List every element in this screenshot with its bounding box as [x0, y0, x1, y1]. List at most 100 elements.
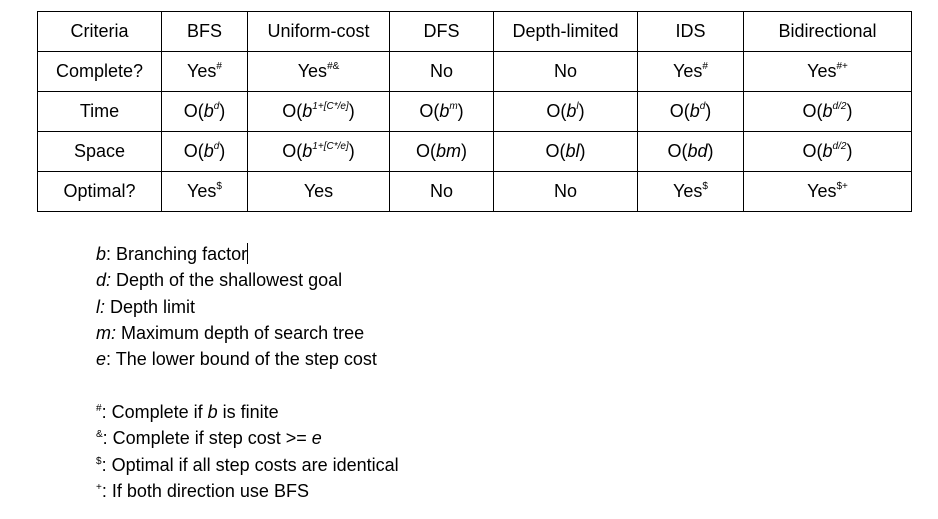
header-cell: Bidirectional [743, 11, 912, 52]
table-cell: O(bd) [161, 131, 248, 172]
table-cell: O(b1+[C*/e]) [247, 91, 390, 132]
legend-item: b: Branching factor [96, 241, 377, 267]
cell-superscript: $+ [836, 181, 848, 192]
legend-text: : Branching factor [106, 244, 248, 264]
cell-suffix: ) [219, 141, 226, 161]
cell-variable: b [822, 101, 833, 121]
cell-variable: b [566, 101, 577, 121]
cell-text: No [429, 61, 453, 81]
cell-prefix: O( [545, 141, 566, 161]
cell-variable: b [203, 101, 214, 121]
footnote-item: &: Complete if step cost >= e [96, 425, 399, 451]
header-cell: IDS [637, 11, 744, 52]
footnote-symbol: $ [96, 455, 102, 467]
row-label-cell: Optimal? [37, 171, 162, 212]
cell-superscript: l [576, 101, 579, 112]
table-cell: O(bd) [161, 91, 248, 132]
table-cell: No [389, 171, 494, 212]
cell-superscript: d [699, 101, 706, 112]
cell-suffix: ) [579, 141, 586, 161]
table-cell: O(bd/2) [743, 91, 912, 132]
table-cell: O(b1+[C*/e]) [247, 131, 390, 172]
cell-superscript: # [216, 61, 222, 72]
row-label-cell: Complete? [37, 51, 162, 92]
row-label-cell: Time [37, 91, 162, 132]
cell-superscript: $ [216, 181, 222, 192]
cell-text: Yes [297, 61, 328, 81]
cell-superscript: d/2 [832, 141, 847, 152]
cell-variable: b [302, 141, 313, 161]
cell-variable: bd [687, 141, 708, 161]
cell-superscript: m [449, 101, 458, 112]
header-cell: Depth-limited [493, 11, 638, 52]
table-cell: No [493, 51, 638, 92]
cell-variable: bm [435, 141, 461, 161]
legend-item: l: Depth limit [96, 294, 377, 320]
cell-prefix: O( [183, 101, 204, 121]
cell-suffix: ) [348, 141, 355, 161]
cell-suffix: ) [846, 141, 853, 161]
legend-variable: d: [96, 270, 112, 291]
table-cell: No [389, 51, 494, 92]
footnote-item: +: If both direction use BFS [96, 478, 399, 504]
cell-suffix: ) [705, 101, 712, 121]
cell-text: Yes [187, 181, 217, 201]
footnote-item: $: Optimal if all step costs are identic… [96, 452, 399, 478]
cell-variable: b [302, 101, 313, 121]
legend-variable: l: [96, 296, 105, 317]
table-cell: Yes [247, 171, 390, 212]
footnote-text: : If both direction use BFS [101, 480, 309, 501]
row-label-cell: Space [37, 131, 162, 172]
cell-superscript: d/2 [832, 101, 847, 112]
footnote-text: : Complete if [101, 402, 208, 422]
cell-prefix: O( [802, 101, 823, 121]
legend-variable: e [96, 349, 107, 370]
header-cell: Criteria [37, 11, 162, 52]
legend-item: d: Depth of the shallowest goal [96, 267, 377, 293]
cell-prefix: O( [183, 141, 204, 161]
table-cell: O(bd) [637, 91, 744, 132]
cell-prefix: O( [546, 101, 567, 121]
legend-text: : The lower bound of the step cost [106, 349, 377, 370]
footnote-text: is finite [217, 402, 279, 422]
cell-suffix: ) [219, 101, 226, 121]
cell-suffix: ) [348, 101, 355, 121]
table-cell: Yes#& [247, 51, 390, 92]
footnote-variable: e [311, 428, 322, 449]
cell-variable: b [689, 101, 700, 121]
cell-superscript: # [702, 61, 708, 72]
table-cell: Yes$ [637, 171, 744, 212]
legend-variable: m: [96, 322, 116, 343]
header-cell: Uniform-cost [247, 11, 390, 52]
cell-prefix: O( [802, 141, 823, 161]
cell-suffix: ) [846, 101, 853, 121]
cell-text: No [553, 61, 577, 81]
legend-text: Depth of the shallowest goal [111, 270, 343, 291]
table-cell: O(bl) [493, 91, 638, 132]
legend-item: m: Maximum depth of search tree [96, 320, 377, 346]
table-cell: O(bm) [389, 131, 494, 172]
table-cell: Yes$ [161, 171, 248, 212]
footnote-symbol: & [96, 429, 103, 441]
legend-variable: b [96, 244, 107, 264]
footnote-item: #: Complete if b is finite [96, 399, 399, 425]
cell-superscript: 1+[C*/e] [312, 101, 349, 112]
cell-text: Yes [673, 61, 703, 81]
footnote-text: : Complete if step cost >= [102, 428, 312, 449]
legend-text: Depth limit [105, 296, 196, 317]
cell-superscript: d [213, 141, 220, 152]
cell-superscript: #& [327, 61, 340, 72]
table-cell: O(bl) [493, 131, 638, 172]
table-cell: Yes# [637, 51, 744, 92]
cell-suffix: ) [457, 101, 464, 121]
cell-text: Yes [187, 61, 217, 81]
legend-text: Maximum depth of search tree [116, 322, 365, 343]
cell-variable: b [822, 141, 833, 161]
cell-superscript: 1+[C*/e] [312, 141, 349, 152]
cell-text: Yes [673, 181, 703, 201]
